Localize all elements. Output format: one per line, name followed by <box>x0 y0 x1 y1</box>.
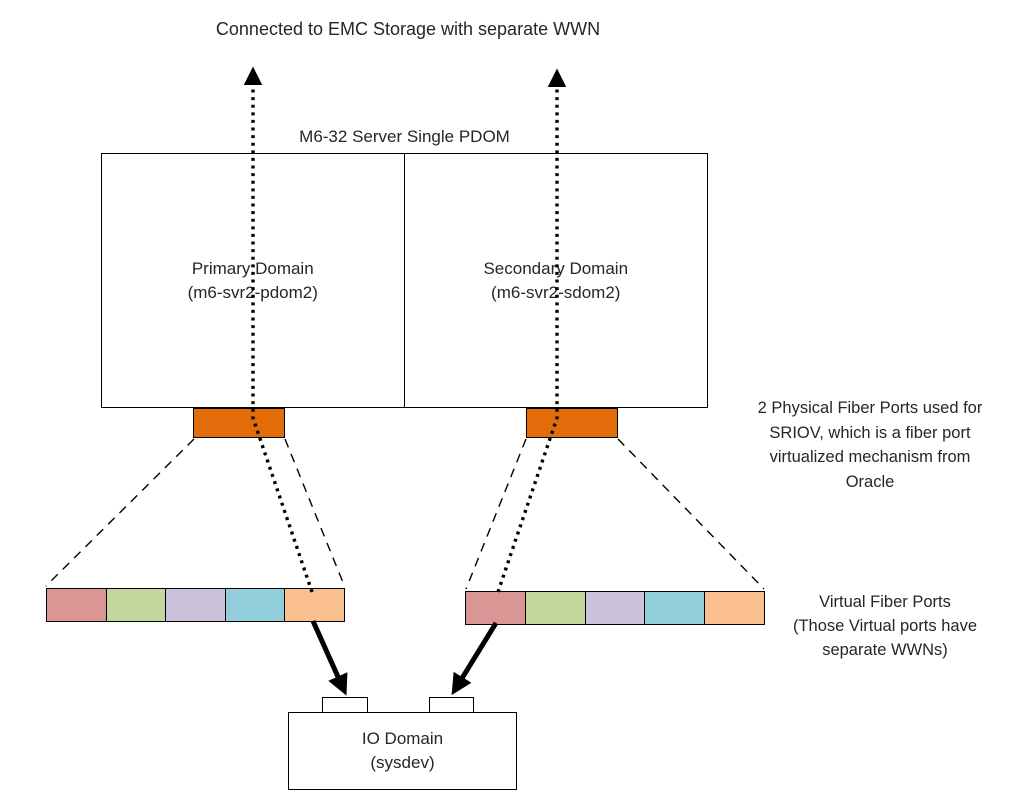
storage-connection-label: Connected to EMC Storage with separate W… <box>215 19 601 39</box>
virtual-port-cell <box>584 591 646 625</box>
virtual-port-cell <box>644 591 706 625</box>
virtual-port-cell <box>46 588 107 622</box>
primary-domain-name: Primary Domain <box>191 258 314 278</box>
io-domain-port-tab-right <box>429 697 474 713</box>
secondary-domain-name: Secondary Domain <box>483 258 629 278</box>
server-pdom-box: Primary Domain (m6-svr2-pdom2) Secondary… <box>101 153 708 408</box>
fanout-line-primary-right <box>284 438 345 586</box>
virtual-port-cell <box>284 588 345 622</box>
virtual-port-cell <box>465 591 526 625</box>
virtual-ports-note: Virtual Fiber Ports (Those Virtual ports… <box>792 593 978 659</box>
virtual-port-cell <box>105 588 167 622</box>
virtual-port-cell <box>524 591 586 625</box>
primary-domain-hostname: (m6-svr2-pdom2) <box>187 282 318 302</box>
physical-fiber-port-secondary <box>526 408 618 438</box>
fanout-line-primary-left <box>45 438 195 587</box>
solid-arrow-secondary-to-io <box>451 621 499 696</box>
fanout-line-secondary-left <box>465 438 527 590</box>
secondary-domain-box: Secondary Domain (m6-svr2-sdom2) <box>405 154 708 407</box>
io-domain-name: IO Domain <box>361 729 444 748</box>
io-domain-port-tab-left <box>322 697 368 713</box>
virtual-port-cell <box>165 588 226 622</box>
server-title: M6-32 Server Single PDOM <box>299 127 510 146</box>
physical-fiber-port-primary <box>193 408 285 438</box>
secondary-domain-hostname: (m6-svr2-sdom2) <box>491 282 621 302</box>
virtual-port-strip-secondary <box>465 591 765 625</box>
virtual-port-cell <box>224 588 286 622</box>
physical-ports-note: 2 Physical Fiber Ports used for SRIOV, w… <box>757 399 983 491</box>
io-domain-hostname: (sysdev) <box>370 753 435 772</box>
virtual-port-strip-primary <box>46 588 345 622</box>
virtual-port-cell <box>704 591 765 625</box>
primary-domain-box: Primary Domain (m6-svr2-pdom2) <box>102 154 405 407</box>
io-domain-box: IO Domain (sysdev) <box>288 712 517 790</box>
solid-arrow-primary-to-io <box>310 619 348 696</box>
